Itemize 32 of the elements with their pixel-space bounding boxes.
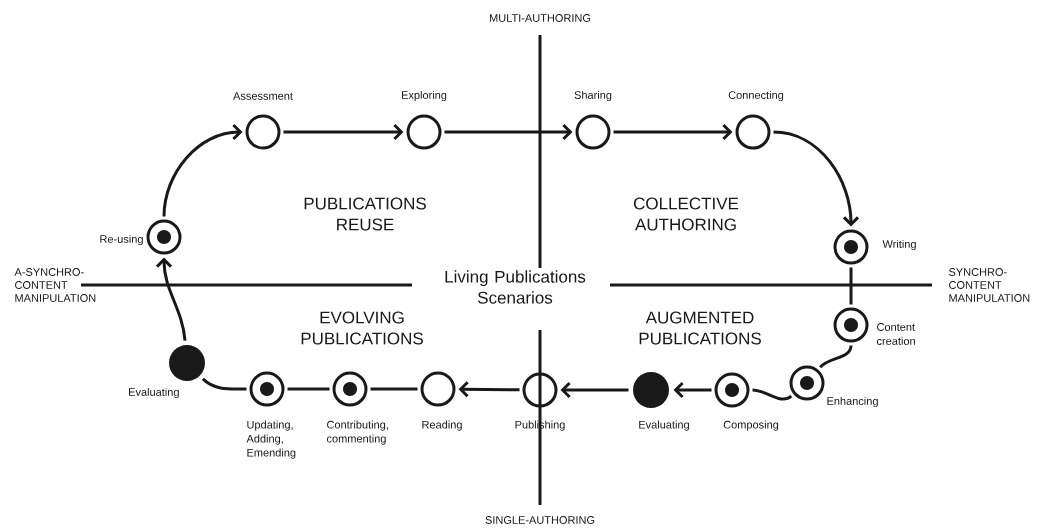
axis-label: MULTI-AUTHORING [490, 14, 591, 22]
step-label: Sharing [574, 90, 612, 102]
step-label: Content creation [877, 323, 915, 345]
step-label: Writing [882, 239, 916, 251]
arrow [283, 123, 404, 141]
axis-label: SINGLE-AUTHORING [485, 516, 595, 524]
arrow [773, 130, 860, 227]
quadrant-title: PUBLICATIONS REUSE [304, 197, 426, 231]
step-label: Composing [723, 420, 779, 431]
step-label: Connecting [728, 90, 784, 102]
quadrant-title: AUGMENTED PUBLICATIONS [639, 311, 761, 345]
quadrant-title: EVOLVING PUBLICATIONS [301, 311, 423, 345]
arrow [444, 123, 573, 141]
quadrant-title: COLLECTIVE AUTHORING [633, 197, 739, 231]
step-label: Re-using [100, 234, 143, 246]
step-label: Reading [422, 420, 462, 431]
step-label: Assessment [233, 92, 293, 100]
arrow [613, 123, 733, 141]
arrow [560, 381, 629, 399]
arrow [162, 123, 243, 217]
step-label: Updating, Adding, Emending [246, 420, 296, 459]
arrow [458, 381, 520, 398]
axis-label: SYNCHRO- CONTENT MANIPULATION [949, 268, 1030, 302]
step-label: Evaluating [639, 420, 689, 431]
arrow [155, 257, 187, 341]
step-label: Exploring [402, 90, 447, 102]
step-label: Contributing, commenting [326, 420, 388, 445]
axis-label: A-SYNCHRO- CONTENT MANIPULATION [14, 268, 96, 302]
step-label: Enhancing [827, 396, 878, 408]
step-label: Evaluating [129, 387, 179, 399]
quadrant-title: Living Publications Scenarios [445, 270, 586, 304]
arrow [673, 381, 712, 399]
